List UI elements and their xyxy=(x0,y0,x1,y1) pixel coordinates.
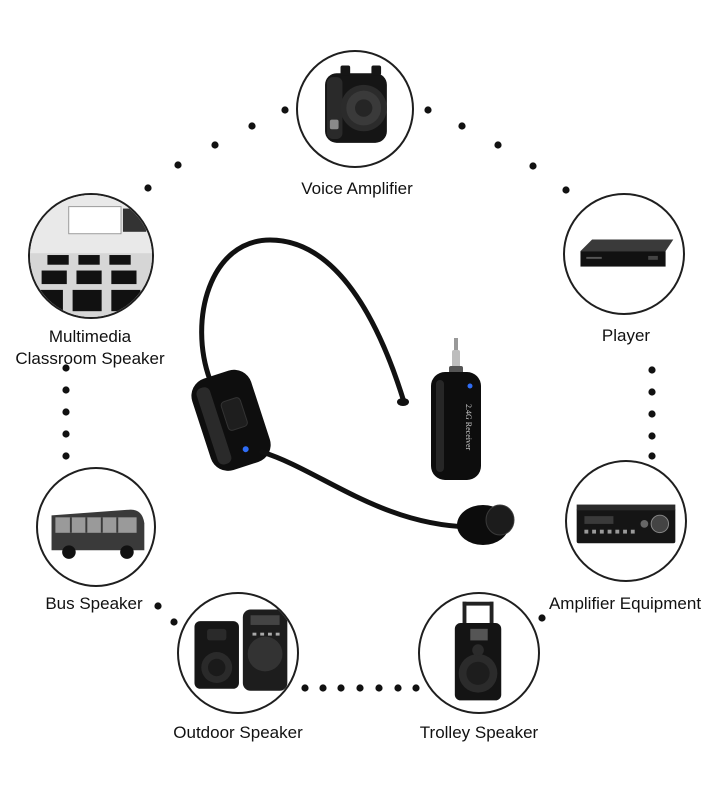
connector-dot xyxy=(394,684,402,692)
trolley-speaker-icon xyxy=(454,601,502,701)
connector-dot xyxy=(281,106,289,114)
connector-dot xyxy=(424,106,432,114)
connector-dot xyxy=(62,452,70,460)
bus-icon xyxy=(51,509,145,559)
connector-dot xyxy=(648,388,656,396)
connector-dot xyxy=(494,141,502,149)
amplifier-equipment-label: Amplifier Equipment xyxy=(548,594,702,613)
player-icon xyxy=(580,239,674,267)
connector-dot xyxy=(337,684,345,692)
connector-dot xyxy=(62,364,70,372)
amplifier-equipment-circle xyxy=(565,460,687,582)
connector-dot xyxy=(538,614,546,622)
outdoor-speaker-label: Outdoor Speaker xyxy=(173,723,303,742)
trolley-speaker-label: Trolley Speaker xyxy=(419,723,539,742)
connector-dot xyxy=(356,684,364,692)
connector-dot xyxy=(62,430,70,438)
bus-speaker-label: Bus Speaker xyxy=(45,594,143,613)
connector-dot xyxy=(458,122,466,130)
classroom-speaker-circle xyxy=(28,193,154,319)
classroom-label-line1: Multimedia xyxy=(48,327,132,346)
connector-dot xyxy=(62,408,70,416)
trolley-speaker-circle xyxy=(418,592,540,714)
amplifier-equipment-icon xyxy=(576,504,676,544)
bus-speaker-circle xyxy=(36,467,156,587)
connector-dot xyxy=(154,602,162,610)
voice-amplifier-label: Voice Amplifier xyxy=(301,179,413,198)
connector-dot xyxy=(211,141,219,149)
player-label: Player xyxy=(601,326,651,345)
connector-dot xyxy=(529,162,537,170)
receiver-icon xyxy=(431,338,481,480)
connector-dot xyxy=(648,452,656,460)
connector-dot xyxy=(62,386,70,394)
player-circle xyxy=(563,193,685,315)
classroom-speaker-label: Multimedia Classroom Speaker xyxy=(15,326,164,370)
outdoor-speaker-icon xyxy=(194,609,288,691)
outdoor-speaker-circle xyxy=(177,592,299,714)
connector-dot xyxy=(144,184,152,192)
connector-dot xyxy=(648,432,656,440)
connector-dot xyxy=(248,122,256,130)
connector-dot xyxy=(648,410,656,418)
classroom-label-line2: Classroom Speaker xyxy=(15,349,165,368)
connector-dot xyxy=(319,684,327,692)
connector-dot xyxy=(170,618,178,626)
connector-dot xyxy=(301,684,309,692)
connector-dot xyxy=(648,366,656,374)
connector-dot xyxy=(174,161,182,169)
connector-dot xyxy=(412,684,420,692)
voice-amplifier-circle xyxy=(296,50,414,168)
headset-microphone-icon xyxy=(191,237,515,545)
receiver-label: 2.4G Receiver xyxy=(464,404,473,451)
connector-dot xyxy=(562,186,570,194)
voice-amplifier-icon xyxy=(325,65,387,143)
connector-dot xyxy=(375,684,383,692)
